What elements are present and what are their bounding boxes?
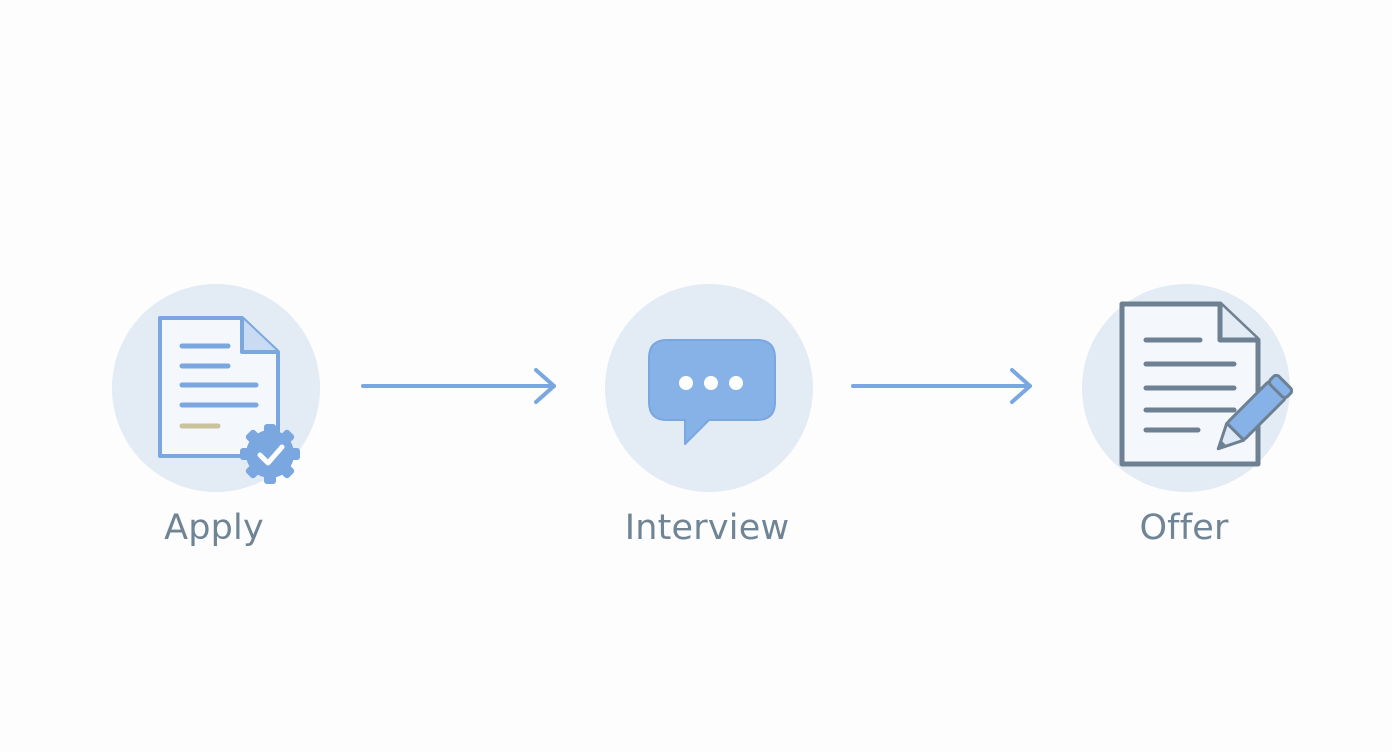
step-interview-label: Interview (624, 508, 790, 548)
step-apply-circle (112, 284, 320, 492)
document-with-pen-icon (1119, 301, 1294, 467)
document-with-gear-check-icon (158, 316, 300, 484)
step-offer-label: Offer (1139, 508, 1229, 548)
step-offer-circle (1082, 284, 1294, 492)
arrow-right-icon (851, 368, 1032, 404)
arrow-right-icon (361, 368, 556, 404)
step-interview-circle (605, 284, 813, 492)
step-apply-label: Apply (164, 508, 264, 548)
chat-bubble-icon (648, 339, 776, 445)
